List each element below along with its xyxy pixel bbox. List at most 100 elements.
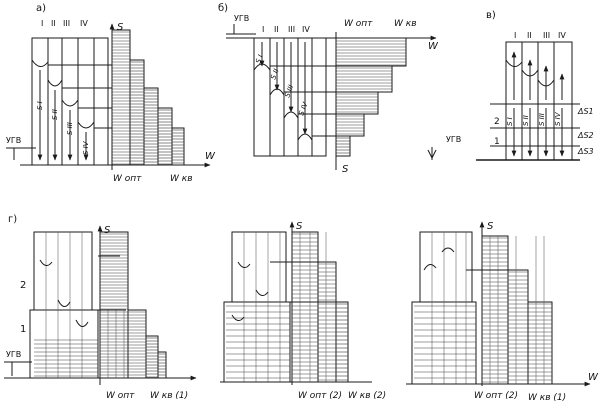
panel-b-flow-3: S III <box>283 84 295 99</box>
panel-a-flow-4: S IV <box>82 140 90 155</box>
panel-d-layer-1: 1 <box>20 324 26 335</box>
panel-b-flow-labels: S I S II S III S IV <box>254 54 310 117</box>
panel-a-col-1: I <box>41 19 43 28</box>
panel-c-col-2: II <box>527 31 532 40</box>
panel-b-ugv-marker <box>226 24 256 35</box>
panel-c-down-arrows <box>511 108 565 157</box>
panel-d-sub3-columns <box>431 232 467 384</box>
panel-a-flow-arrows <box>37 70 89 161</box>
panel-b-stepped-histogram <box>335 37 407 157</box>
panel-c-delta-1: ΔS1 <box>577 107 594 116</box>
panel-a: а) I II III IV S I S II <box>6 3 216 184</box>
panel-a-flow-3: S III <box>66 122 74 135</box>
panel-c-flow-2: S II <box>522 115 530 126</box>
panel-a-front-curves <box>31 59 95 129</box>
panel-d-sub1-axis-s-label: S <box>104 225 111 236</box>
panel-d-sub1-w-opt: W опт <box>106 391 135 401</box>
panel-d-layer-2: 2 <box>20 280 26 291</box>
panel-a-col-2: II <box>51 19 56 28</box>
panel-a-w-kv: W кв <box>170 174 193 184</box>
panel-d-sub2-upper-block <box>231 231 287 303</box>
panel-b-axis-w-label: W <box>428 41 439 52</box>
panel-c-flow-3: S III <box>538 113 546 126</box>
panel-c-deltas: ΔS1 ΔS2 ΔS3 <box>577 107 594 156</box>
panel-c-label: в) <box>486 10 496 21</box>
panel-a-flow-2: S II <box>51 109 59 120</box>
panel-d-sub1-hatch <box>34 233 166 378</box>
panel-b-label: б) <box>218 3 228 14</box>
panel-d-sub2-w-opt: W опт (2) <box>298 391 342 401</box>
panel-d-ugv-label: УГВ <box>6 350 21 359</box>
panel-d-sub2-hatch <box>226 232 348 382</box>
panel-d-sub1: S W опт W кв (1) <box>4 225 197 401</box>
panel-a-flow-1: S I <box>36 101 44 110</box>
panel-b-ugv-label: УГВ <box>234 14 249 23</box>
panel-a-column-dividers <box>47 38 95 165</box>
panel-a-column-labels: I II III IV <box>41 19 88 28</box>
panel-c-column-labels: I II III IV <box>514 31 566 40</box>
panel-c-layer-1: 1 <box>494 137 500 147</box>
panel-a-hatch <box>112 31 184 165</box>
panel-d-sub2-histogram <box>226 231 349 383</box>
panel-b-col-1: I <box>262 25 264 34</box>
panel-b-column-dividers <box>269 38 313 156</box>
panel-c-col-1: I <box>514 31 516 40</box>
panel-d-sub3-axis-s-label: S <box>487 221 494 232</box>
panel-c-ugv-label: УГВ <box>446 135 461 144</box>
panel-c-flow-labels: S I S II S III S IV <box>506 111 562 126</box>
panel-d-sub2: S W опт (2) W кв (2) <box>220 221 386 401</box>
panel-b-flow-1: S I <box>254 54 265 65</box>
panel-d-sub1-w-kv: W кв (1) <box>150 391 188 401</box>
panel-c-delta-3: ΔS3 <box>577 147 594 156</box>
panel-d-sub3-hatch <box>414 236 552 384</box>
panel-d-sub3: S W W опт (2) W кв (1) <box>406 221 599 403</box>
panel-a-w-opt: W опт <box>113 174 142 184</box>
panel-b-axis-s-label: S <box>342 164 349 175</box>
panel-c-flow-1: S I <box>506 117 514 126</box>
panel-d-sub1-columns <box>45 232 83 378</box>
panel-b-column-labels: I II III IV <box>262 25 310 34</box>
panel-a-stepped-histogram <box>111 29 185 166</box>
panel-c-layer-lines <box>476 103 580 161</box>
panel-a-axis-w-label: W <box>205 151 216 162</box>
panel-b-col-2: II <box>274 25 279 34</box>
panel-c-column-dividers <box>505 42 573 160</box>
panel-d-sub3-w-kv: W кв (1) <box>528 393 566 403</box>
panel-d-sub3-histogram <box>414 235 553 385</box>
panel-b-w-kv: W кв <box>394 19 417 29</box>
panel-b-w-opt: W опт <box>344 19 373 29</box>
panel-b-hatch <box>336 40 406 154</box>
panel-b: б) УГВ I II III IV <box>218 3 439 175</box>
panel-a-label: а) <box>36 3 46 14</box>
panel-a-axis-s-label: S <box>117 22 124 33</box>
panel-b-links <box>270 65 336 137</box>
panel-c-up-arrows <box>511 51 565 100</box>
panel-d-sub2-axis-s-label: S <box>296 221 303 232</box>
panel-c-col-4: IV <box>558 31 566 40</box>
panel-a-ugv-marker: УГВ <box>6 136 36 160</box>
panel-b-col-3: III <box>288 25 295 34</box>
panel-a-ugv-label: УГВ <box>6 136 21 145</box>
panel-b-flow-2: S II <box>269 68 280 81</box>
panel-b-col-4: IV <box>302 25 310 34</box>
panel-d-sub3-w-opt: W опт (2) <box>474 391 518 401</box>
panel-c-ugv-marker: УГВ <box>427 135 461 160</box>
panel-c-delta-2: ΔS2 <box>577 131 594 140</box>
panel-d-sub3-axis-w-label: W <box>588 372 599 383</box>
panel-c-layer-2: 2 <box>494 117 500 127</box>
panel-a-col-4: IV <box>80 19 88 28</box>
panel-a-col-3: III <box>63 19 70 28</box>
panel-a-links <box>48 64 112 129</box>
panel-d: г) 2 1 УГВ S W опт <box>4 214 599 403</box>
panel-a-flow-labels: S I S II S III S IV <box>36 101 90 155</box>
panel-d-sub2-columns <box>243 232 281 382</box>
panel-c-col-3: III <box>543 31 550 40</box>
panel-d-label: г) <box>8 214 17 225</box>
panel-d-ugv-marker: УГВ <box>4 350 32 376</box>
panel-c-flow-4: S IV <box>554 111 562 126</box>
panel-d-sub3-upper-block <box>419 231 473 303</box>
panel-d-sub2-w-kv: W кв (2) <box>348 391 386 401</box>
panel-d-sub1-upper-block <box>33 231 93 311</box>
panel-c: в) I II III IV <box>427 10 594 161</box>
